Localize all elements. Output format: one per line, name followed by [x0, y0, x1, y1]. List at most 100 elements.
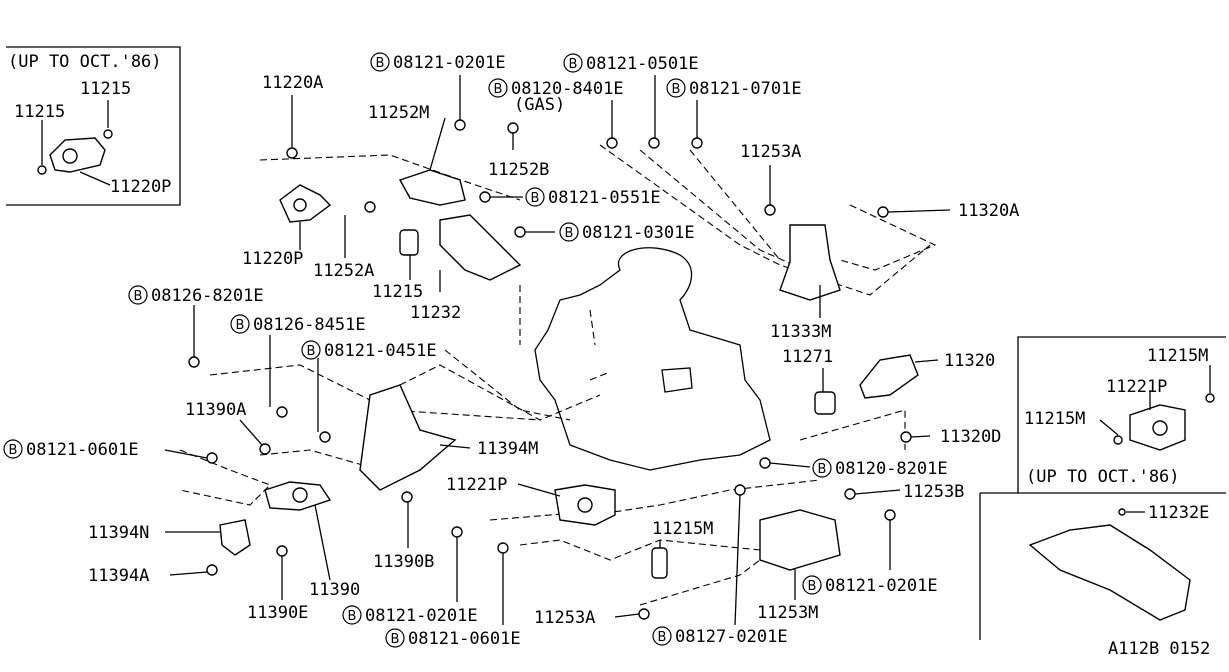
- part-label: 08126-8201E: [151, 286, 264, 306]
- bolt-marker-icon: B: [802, 575, 822, 595]
- bolt-marker-icon: B: [488, 78, 508, 98]
- part-11320: [859, 354, 919, 399]
- part-11215: [399, 229, 419, 256]
- bolt-marker-icon: B: [342, 605, 362, 625]
- svg-text:B: B: [808, 579, 817, 594]
- part-label: 11394A: [88, 566, 149, 586]
- part-label: 11252A: [313, 261, 374, 281]
- part-label: 08121-0451E: [324, 341, 437, 361]
- bolt-marker-icon: B: [301, 340, 321, 360]
- bolt-marker-icon: B: [812, 458, 832, 478]
- inset-right-title: (UP TO OCT.'86): [1026, 467, 1180, 487]
- part-label: 11390A: [185, 400, 246, 420]
- inset-right: [979, 336, 1226, 640]
- part-label: 11390: [309, 580, 360, 600]
- svg-text:B: B: [391, 632, 400, 647]
- part-label: 11390E: [247, 603, 308, 623]
- part-label: 11215: [372, 282, 423, 302]
- part-label: 08120-8201E: [835, 459, 948, 479]
- part-11215m: [651, 547, 668, 579]
- diagram-id: A112B 0152: [1108, 639, 1210, 659]
- part-label: 11215M: [652, 519, 713, 539]
- engine-outline: [379, 247, 771, 471]
- part-label: 11252M: [368, 103, 429, 123]
- bolt-marker-icon: B: [370, 52, 390, 72]
- svg-text:B: B: [658, 630, 667, 645]
- part-11232e-inset: [1028, 524, 1191, 621]
- part-label: 11215: [80, 79, 131, 99]
- part-11253a-bracket: [779, 224, 841, 301]
- svg-text:B: B: [672, 82, 681, 97]
- part-label: 08121-0701E: [689, 79, 802, 99]
- part-label: 11215M: [1024, 409, 1085, 429]
- svg-text:B: B: [134, 289, 143, 304]
- part-11220p: [279, 184, 332, 223]
- bolt-marker-icon: B: [666, 78, 686, 98]
- labels: (UP TO OCT.'86) 11215 11215 11220P 11220…: [8, 52, 1210, 659]
- bolt-marker-icon: B: [559, 222, 579, 242]
- part-label: 11333M: [770, 322, 831, 342]
- bolt-marker-icon: B: [385, 628, 405, 648]
- part-label: 11253A: [740, 142, 801, 162]
- part-label: 08121-0601E: [26, 440, 139, 460]
- svg-text:B: B: [307, 344, 316, 359]
- part-11390: [264, 481, 332, 511]
- bolt-marker-icon: B: [652, 626, 672, 646]
- part-label: 11232: [410, 303, 461, 323]
- svg-text:B: B: [565, 226, 574, 241]
- bolt-marker-icon: B: [128, 285, 148, 305]
- inset-left: [6, 46, 181, 206]
- part-11394m: [359, 384, 457, 491]
- part-label: 11221P: [1106, 377, 1167, 397]
- part-label: 11253A: [534, 608, 595, 628]
- part-11232: [439, 214, 522, 281]
- part-label: 08126-8451E: [253, 315, 366, 335]
- part-label: 11394M: [477, 439, 538, 459]
- part-11252m: [398, 169, 466, 206]
- part-label: 11220A: [262, 73, 323, 93]
- bolt-markers: B B B B B B B B B B B B B B B: [3, 52, 832, 648]
- part-label: 08121-0601E: [408, 629, 521, 649]
- part-label: 11320: [944, 351, 995, 371]
- svg-text:B: B: [376, 56, 385, 71]
- part-11394n: [219, 519, 251, 556]
- part-label: 11220P: [242, 249, 303, 269]
- bolt-marker-icon: B: [230, 314, 250, 334]
- part-label: 11253M: [757, 603, 818, 623]
- part-label: 11320A: [958, 201, 1019, 221]
- bolt-marker-icon: B: [525, 187, 545, 207]
- part-label: 11394N: [88, 523, 149, 543]
- part-label: 08121-0201E: [393, 53, 506, 73]
- part-label: 11232E: [1148, 503, 1209, 523]
- bolt-marker-icon: B: [3, 439, 23, 459]
- part-11271: [814, 391, 836, 415]
- part-label: 11215M: [1147, 346, 1208, 366]
- part-label: 08121-0551E: [548, 188, 661, 208]
- part-label: 08120-8401E: [511, 79, 624, 99]
- bolt-marker-icon: B: [563, 53, 583, 73]
- part-label: 11215: [14, 102, 65, 122]
- part-label: 11221P: [446, 475, 507, 495]
- part-label: 11253B: [903, 482, 964, 502]
- svg-text:B: B: [818, 462, 827, 477]
- leader-lines: [41, 75, 1211, 626]
- bolts: [37, 119, 1215, 620]
- part-label: 11252B: [488, 160, 549, 180]
- svg-text:B: B: [9, 443, 18, 458]
- part-label: 11390B: [373, 552, 434, 572]
- part-11220p-inset: [49, 137, 106, 173]
- part-label: (GAS): [514, 95, 565, 115]
- svg-text:B: B: [531, 191, 540, 206]
- inset-left-title: (UP TO OCT.'86): [8, 52, 162, 72]
- svg-text:B: B: [569, 57, 578, 72]
- svg-text:B: B: [494, 82, 503, 97]
- part-label: 11220P: [110, 177, 171, 197]
- part-label: 08127-0201E: [675, 627, 788, 647]
- part-label: 08121-0301E: [582, 223, 695, 243]
- part-11221p: [554, 484, 616, 526]
- part-label: 08121-0201E: [825, 576, 938, 596]
- part-label: 08121-0501E: [586, 54, 699, 74]
- part-label: 11320D: [940, 427, 1001, 447]
